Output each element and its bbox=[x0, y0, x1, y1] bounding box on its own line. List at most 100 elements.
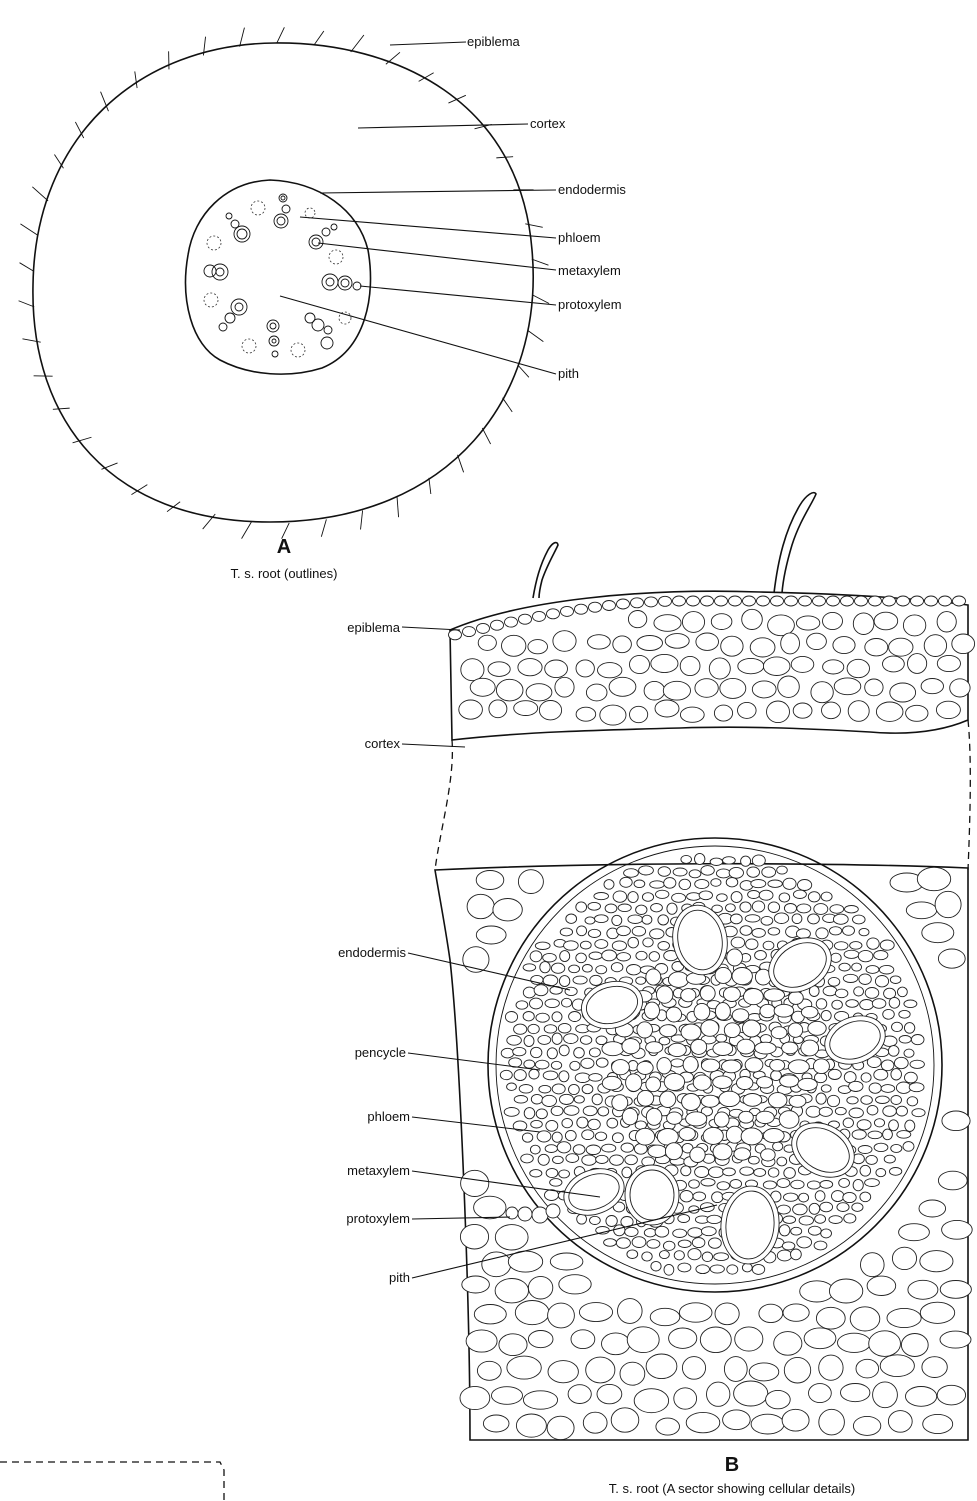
cell bbox=[614, 1225, 625, 1236]
cell bbox=[788, 1060, 809, 1074]
root-hair-a bbox=[321, 519, 326, 536]
cell bbox=[700, 1327, 731, 1353]
cell bbox=[801, 1040, 819, 1056]
cell bbox=[889, 638, 913, 656]
cell bbox=[565, 1130, 576, 1140]
cell bbox=[860, 1192, 871, 1202]
cell bbox=[894, 1057, 908, 1068]
cell bbox=[622, 1167, 632, 1178]
cell bbox=[516, 1001, 528, 1009]
cell bbox=[891, 1144, 902, 1152]
cell bbox=[889, 997, 900, 1008]
cell bbox=[804, 1328, 836, 1349]
cell bbox=[637, 1061, 653, 1074]
label-a-endodermis: endodermis bbox=[558, 182, 626, 197]
cell bbox=[777, 1157, 787, 1166]
cell bbox=[798, 1078, 818, 1090]
cell bbox=[630, 706, 648, 722]
cell bbox=[829, 927, 841, 935]
root-hair-a bbox=[19, 301, 35, 307]
cell bbox=[550, 1179, 562, 1187]
figure-b-letter: B bbox=[725, 1454, 739, 1476]
epidermal-cell bbox=[715, 596, 728, 606]
root-hair-a bbox=[167, 502, 180, 512]
cell bbox=[569, 965, 580, 973]
cell bbox=[607, 1118, 618, 1128]
cell bbox=[576, 953, 587, 963]
cell bbox=[745, 1058, 763, 1072]
cell bbox=[860, 1165, 871, 1176]
cell bbox=[889, 1168, 901, 1176]
cell bbox=[908, 1280, 938, 1299]
cell bbox=[646, 1108, 662, 1125]
cell bbox=[536, 1013, 549, 1022]
cell bbox=[598, 1107, 609, 1116]
cell bbox=[560, 1094, 574, 1104]
root-hair-a bbox=[503, 398, 513, 412]
cell bbox=[859, 928, 869, 935]
cell bbox=[723, 1168, 736, 1176]
cell bbox=[566, 1154, 579, 1163]
cell bbox=[660, 1251, 670, 1259]
cell bbox=[637, 636, 663, 651]
cell bbox=[655, 1226, 669, 1237]
cell bbox=[579, 1303, 612, 1322]
cell bbox=[624, 869, 639, 878]
cell bbox=[869, 1083, 881, 1093]
cell bbox=[847, 1097, 858, 1104]
cell bbox=[693, 1192, 706, 1201]
cell bbox=[709, 1238, 722, 1248]
cell bbox=[792, 914, 802, 924]
epidermal-cell bbox=[911, 596, 924, 606]
cell bbox=[651, 904, 663, 912]
label-b-pericycle: pencycle bbox=[355, 1045, 406, 1060]
cell bbox=[897, 1131, 911, 1139]
cell bbox=[470, 678, 495, 696]
cell bbox=[688, 1249, 701, 1260]
cell bbox=[534, 985, 548, 996]
cell bbox=[622, 1108, 637, 1125]
cell bbox=[950, 679, 970, 697]
label-a-epiblema: epiblema bbox=[467, 34, 521, 49]
cell bbox=[542, 1095, 557, 1106]
cell bbox=[756, 1111, 774, 1123]
cell bbox=[658, 915, 669, 925]
epidermal-cell bbox=[939, 596, 952, 606]
cell bbox=[493, 899, 522, 921]
cell bbox=[847, 659, 869, 677]
epidermal-cell bbox=[547, 609, 560, 619]
cell bbox=[709, 658, 730, 679]
cell bbox=[693, 1075, 711, 1090]
cortex-cells-upper bbox=[449, 596, 975, 725]
cell bbox=[671, 1059, 684, 1067]
root-hair-a bbox=[448, 95, 465, 103]
cell bbox=[701, 1059, 719, 1072]
cell bbox=[589, 1048, 600, 1057]
diagram-b: epiblema cortex endodermis pencycle phlo… bbox=[338, 493, 975, 1496]
label-b-cortex: cortex bbox=[365, 736, 401, 751]
cell bbox=[751, 880, 766, 888]
cell bbox=[628, 915, 643, 924]
cell bbox=[701, 1095, 719, 1107]
cell bbox=[605, 904, 617, 913]
root-hair-a bbox=[54, 154, 63, 168]
cell bbox=[935, 891, 961, 917]
cell bbox=[530, 951, 542, 962]
cell bbox=[740, 1167, 754, 1175]
cell bbox=[483, 1415, 509, 1432]
cell bbox=[543, 953, 557, 962]
cell bbox=[819, 1355, 843, 1380]
cell bbox=[809, 1384, 832, 1403]
cell bbox=[770, 1060, 785, 1072]
cell bbox=[780, 1075, 799, 1087]
cell bbox=[586, 1145, 600, 1155]
cell bbox=[942, 1111, 970, 1131]
cell bbox=[580, 1036, 591, 1045]
cell bbox=[922, 1357, 947, 1378]
cell bbox=[820, 1181, 833, 1189]
cell bbox=[793, 890, 806, 898]
cell bbox=[852, 1130, 866, 1139]
cell bbox=[580, 941, 591, 949]
cell bbox=[530, 998, 543, 1009]
cell bbox=[681, 855, 692, 863]
